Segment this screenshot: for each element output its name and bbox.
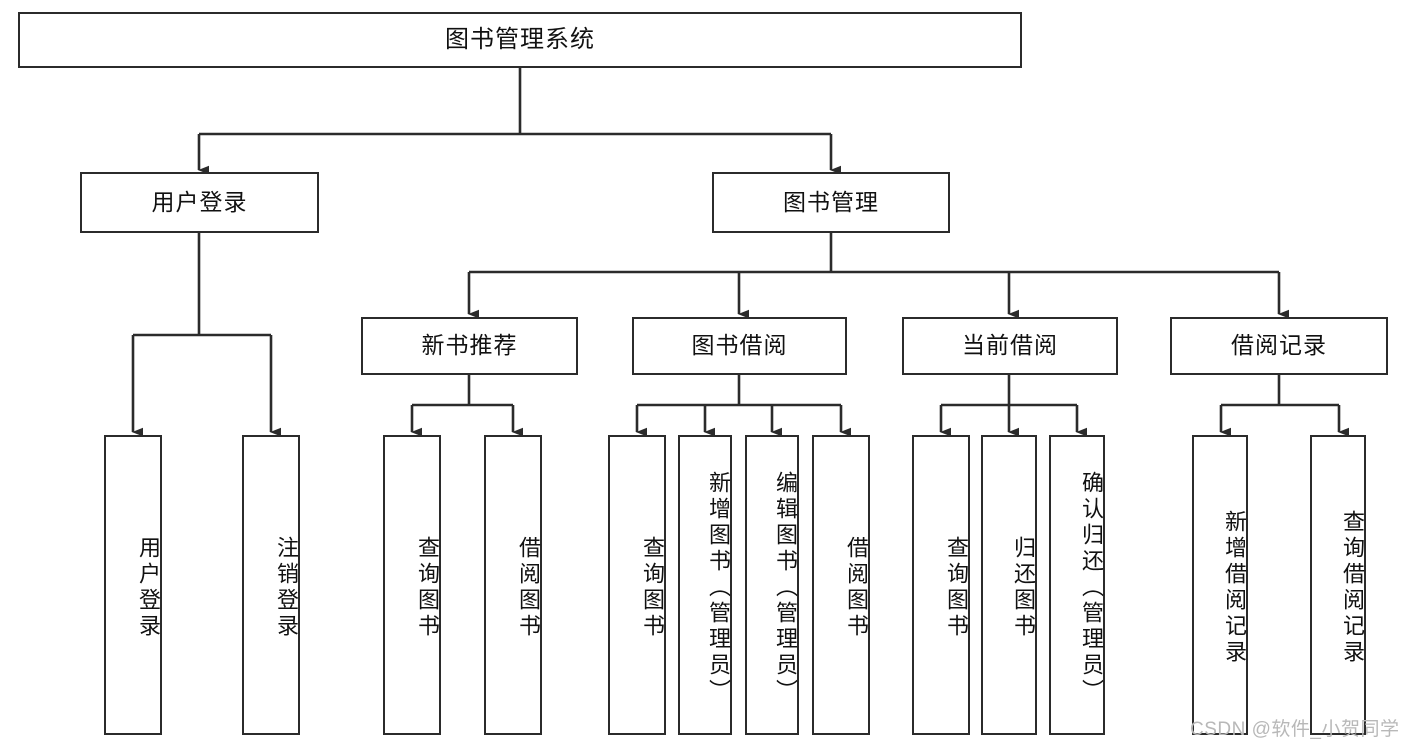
leaf-record-add-borrow-record[interactable]: 新增借阅记录 — [1192, 435, 1248, 735]
node-label: 借阅图书 — [516, 536, 541, 640]
node-label: 确认归还（管理员） — [1079, 471, 1104, 705]
node-label: 新书推荐 — [421, 332, 518, 359]
node-label: 图书借阅 — [691, 332, 788, 359]
leaf-borrow-add-book-admin[interactable]: 新增图书（管理员） — [678, 435, 732, 735]
node-label: 查询借阅记录 — [1340, 510, 1365, 666]
leaf-current-return-books[interactable]: 归还图书 — [981, 435, 1037, 735]
leaf-new-book-query-books[interactable]: 查询图书 — [383, 435, 441, 735]
node-root-book-management-system[interactable]: 图书管理系统 — [18, 12, 1022, 68]
leaf-user-login-login[interactable]: 用户登录 — [104, 435, 162, 735]
node-book-management[interactable]: 图书管理 — [712, 172, 950, 233]
node-label: 查询图书 — [640, 536, 665, 640]
leaf-user-login-logout[interactable]: 注销登录 — [242, 435, 300, 735]
leaf-new-book-borrow-books[interactable]: 借阅图书 — [484, 435, 542, 735]
node-label: 编辑图书（管理员） — [773, 471, 798, 705]
node-book-borrowing[interactable]: 图书借阅 — [632, 317, 847, 375]
node-label: 注销登录 — [274, 536, 299, 640]
leaf-current-query-books[interactable]: 查询图书 — [912, 435, 970, 735]
leaf-borrow-query-books[interactable]: 查询图书 — [608, 435, 666, 735]
node-label: 用户登录 — [151, 188, 248, 215]
node-label: 借阅图书 — [844, 536, 869, 640]
node-label: 借阅记录 — [1231, 332, 1327, 359]
node-label: 归还图书 — [1011, 536, 1036, 640]
node-label: 图书管理系统 — [445, 25, 595, 53]
leaf-borrow-borrow-books[interactable]: 借阅图书 — [812, 435, 870, 735]
watermark-text: CSDN @软件_小贺同学 — [1190, 719, 1400, 740]
node-label: 当前借阅 — [962, 332, 1058, 359]
leaf-current-confirm-return-admin[interactable]: 确认归还（管理员） — [1049, 435, 1105, 735]
node-label: 查询图书 — [415, 536, 440, 640]
node-user-login[interactable]: 用户登录 — [80, 172, 319, 233]
csdn-watermark: CSDN @软件_小贺同学 — [1190, 714, 1399, 741]
node-label: 查询图书 — [944, 536, 969, 640]
node-borrow-records[interactable]: 借阅记录 — [1170, 317, 1388, 375]
leaf-borrow-edit-book-admin[interactable]: 编辑图书（管理员） — [745, 435, 799, 735]
node-label: 用户登录 — [136, 536, 161, 640]
node-label: 图书管理 — [783, 188, 879, 215]
node-new-book-recommendation[interactable]: 新书推荐 — [361, 317, 578, 375]
node-label: 新增图书（管理员） — [706, 471, 731, 705]
leaf-record-query-borrow-record[interactable]: 查询借阅记录 — [1310, 435, 1366, 735]
node-current-borrowing[interactable]: 当前借阅 — [902, 317, 1118, 375]
node-label: 新增借阅记录 — [1222, 510, 1247, 666]
